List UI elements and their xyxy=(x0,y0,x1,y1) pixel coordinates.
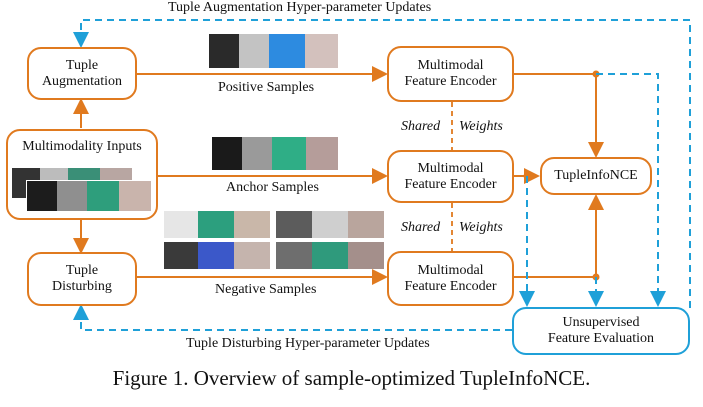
unsup-line2: Feature Evaluation xyxy=(547,331,655,346)
pos-to-eval xyxy=(596,73,666,307)
encoder-box-positive: Multimodal Feature Encoder xyxy=(387,46,514,102)
negative-thumbnail-2 xyxy=(276,211,384,238)
encoder-line2: Feature Encoder xyxy=(404,176,497,192)
encoder-line2: Feature Encoder xyxy=(404,74,497,89)
negative-samples-label: Negative Samples xyxy=(215,282,317,297)
tuple-aug-line1: Tuple xyxy=(65,57,99,73)
negative-thumbnail-1 xyxy=(164,211,270,238)
input-thumbnails xyxy=(12,168,152,212)
tuple-augmentation-box: Tuple Augmentation xyxy=(27,47,137,100)
encoder-line2: Feature Encoder xyxy=(404,278,497,294)
dist-update-line xyxy=(73,304,512,331)
figure-caption: Figure 1. Overview of sample-optimized T… xyxy=(112,366,591,390)
anchor-samples-label: Anchor Samples xyxy=(226,180,319,195)
positive-samples-label: Positive Samples xyxy=(218,80,315,95)
tupleinfonce-box: TupleInfoNCE xyxy=(540,157,652,195)
tuple-dist-line1: Tuple xyxy=(65,263,99,278)
weights-label-top: Weights xyxy=(459,119,503,134)
unsupervised-eval-box: Unsupervised Feature Evaluation xyxy=(512,307,690,355)
tupleinfonce-label: TupleInfoNCE xyxy=(554,168,638,183)
multimodality-label: Multimodality Inputs xyxy=(22,139,142,154)
encoder-box-negative: Multimodal Feature Encoder xyxy=(387,251,514,306)
tuple-aug-line2: Augmentation xyxy=(41,73,123,89)
arrow-pos-to-infonce xyxy=(514,73,604,158)
shared-label-top: Shared xyxy=(401,119,441,134)
encoder-line1: Multimodal xyxy=(417,262,484,278)
dist-update-label: Tuple Disturbing Hyper-parameter Updates xyxy=(186,336,430,351)
negative-thumbnail-4 xyxy=(276,242,384,269)
anchor-thumbnail xyxy=(212,137,338,170)
tuple-disturbing-box: Tuple Disturbing xyxy=(27,252,137,306)
aug-update-label: Tuple Augmentation Hyper-parameter Updat… xyxy=(168,0,432,15)
weights-label-bottom: Weights xyxy=(459,220,503,235)
unsup-line1: Unsupervised xyxy=(562,315,640,330)
tuple-dist-line2: Disturbing xyxy=(52,279,112,294)
positive-thumbnail xyxy=(209,34,338,68)
encoder-line1: Multimodal xyxy=(417,58,484,73)
aug-update-line xyxy=(73,19,691,308)
encoder-box-anchor: Multimodal Feature Encoder xyxy=(387,150,514,203)
encoder-line1: Multimodal xyxy=(417,160,484,176)
negative-thumbnail-3 xyxy=(164,242,270,269)
shared-label-bottom: Shared xyxy=(401,220,441,235)
